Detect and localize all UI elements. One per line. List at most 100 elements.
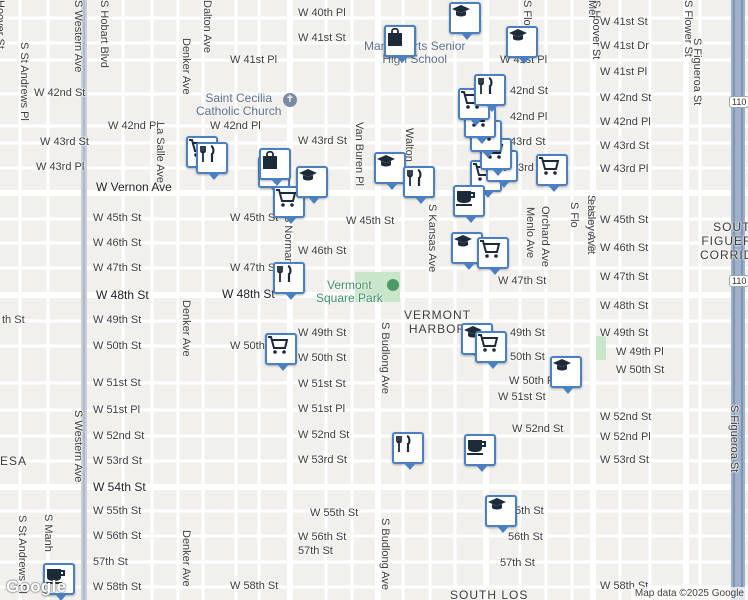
- street-label: Denker Ave: [180, 38, 192, 95]
- street-label: W 50th: [230, 340, 265, 352]
- street-label: S Hobart Blvd: [98, 0, 110, 68]
- marker-cafe[interactable]: [453, 185, 485, 223]
- street-label: W 51st Pl: [298, 403, 346, 415]
- street-label: W 48th St: [96, 288, 149, 302]
- street-label: Dalton Ave: [201, 0, 213, 54]
- highway-shield: 110: [729, 96, 748, 108]
- street-label: W 53rd St: [600, 454, 649, 466]
- street-label: W 49th Pl: [616, 346, 664, 358]
- street-label: W 40th Pl: [298, 7, 346, 19]
- street-label: W 45th St: [600, 214, 649, 226]
- street-label: th St: [2, 314, 25, 326]
- street-label: W 47th St: [230, 262, 279, 274]
- street-label: Van Buren Pl: [353, 122, 365, 187]
- street-label: W 43rd St: [40, 136, 89, 148]
- marker-bag[interactable]: [384, 25, 416, 63]
- street-label: S Budlong Ave: [379, 322, 391, 394]
- marker-restaurant[interactable]: [403, 166, 435, 204]
- street-label: W 46th St: [298, 245, 347, 257]
- marker-cart[interactable]: [265, 333, 297, 371]
- area-vermont-harbor: VERMONT HARBOR: [404, 308, 471, 336]
- street-label: W 48th St: [600, 300, 649, 312]
- street-label: W 41st St: [600, 16, 648, 28]
- street-label: 42nd St: [510, 85, 548, 97]
- street-label: S Manh: [42, 514, 54, 552]
- street-label: W 42nd St: [600, 92, 652, 104]
- marker-school[interactable]: [506, 26, 538, 64]
- marker-school[interactable]: [374, 152, 406, 190]
- street-label: W 56th St: [298, 531, 347, 543]
- marker-restaurant[interactable]: [273, 262, 305, 300]
- church-icon: ✝: [283, 93, 297, 107]
- street-label: Denker Ave: [180, 530, 192, 587]
- street-label: W 41st Dr: [600, 40, 649, 52]
- area-south-los: SOUTH LOS: [450, 588, 529, 600]
- street-label: W 45th St: [346, 215, 395, 227]
- street-label: W 52nd St: [512, 423, 564, 435]
- street-label: W 47th St: [498, 275, 547, 287]
- street-label: 57th St: [93, 556, 128, 568]
- street-label: 49th St: [510, 327, 545, 339]
- marker-cart[interactable]: [475, 331, 507, 369]
- street-label: W 55th St: [93, 505, 142, 517]
- marker-cafe[interactable]: [464, 434, 496, 472]
- marker-restaurant[interactable]: [474, 74, 506, 112]
- street-label: Mer: [586, 0, 598, 19]
- street-label: W 41st Pl: [600, 66, 648, 78]
- marker-cart[interactable]: [536, 154, 568, 192]
- marker-cart[interactable]: [477, 237, 509, 275]
- street-label: 57th St: [500, 557, 535, 569]
- street-label: La Salle Ave: [154, 122, 166, 183]
- street-label: W 56th St: [93, 530, 142, 542]
- street-label: S Figueroa St: [728, 405, 740, 473]
- street-label: W 51st St: [93, 377, 141, 389]
- map-attribution[interactable]: Map data ©2025 Google: [630, 587, 748, 600]
- street-label: W 51st St: [498, 391, 546, 403]
- street-label: W 43rd Pl: [36, 161, 85, 173]
- marker-school[interactable]: [550, 356, 582, 394]
- poi-park-label[interactable]: Vermont Square Park: [316, 278, 383, 305]
- highway-shield: 110: [729, 275, 748, 287]
- street-label: W 52nd St: [298, 429, 350, 441]
- street-label: S St Andrews Pl: [18, 42, 30, 121]
- street-label: W 42nd Pl: [210, 120, 261, 132]
- street-label: W 43rd St: [600, 140, 649, 152]
- street-label: W 41st St: [298, 32, 346, 44]
- marker-restaurant[interactable]: [392, 432, 424, 470]
- street-label: S Western Ave: [72, 410, 84, 483]
- street-label: 5th St: [515, 505, 544, 517]
- street-label: Denker Ave: [180, 300, 192, 357]
- street-label: W 42nd Pl: [108, 120, 159, 132]
- street-label: S Budlong Ave: [379, 518, 391, 590]
- street-label: W 47th St: [93, 262, 142, 274]
- street-label: W Vernon Ave: [96, 180, 172, 194]
- street-label: 56th St: [508, 531, 543, 543]
- street-label: S Western Ave: [72, 0, 84, 73]
- marker-school[interactable]: [485, 495, 517, 533]
- street-label: S Flo: [568, 202, 580, 228]
- street-label: W 52nd St: [600, 411, 652, 423]
- street-label: W 49th St: [600, 327, 649, 339]
- street-label: Hoover St: [0, 0, 6, 49]
- poi-church-label[interactable]: Saint Cecilia Catholic Church: [196, 91, 282, 118]
- street-label: W 49th St: [298, 327, 347, 339]
- street-label: S Kansas Ave: [426, 204, 438, 273]
- area-esa: ESA: [0, 454, 28, 468]
- marker-restaurant[interactable]: [196, 142, 228, 180]
- street-label: W 53rd St: [93, 455, 142, 467]
- marker-shop[interactable]: [259, 148, 291, 186]
- marker-school[interactable]: [296, 166, 328, 204]
- google-logo: Google: [6, 577, 67, 596]
- marker-cafe[interactable]: [43, 563, 75, 600]
- street-label: W 43rd St: [298, 135, 347, 147]
- street-label: W 52nd Pl: [600, 431, 651, 443]
- marker-school[interactable]: [449, 2, 481, 40]
- street-label: W 58th St: [93, 581, 142, 593]
- street-label: 57th St: [298, 545, 333, 557]
- street-label: W 48th St: [222, 287, 275, 301]
- street-label: W 51st Pl: [93, 404, 141, 416]
- street-label: 50th St: [510, 351, 545, 363]
- street-label: W 46th St: [93, 237, 142, 249]
